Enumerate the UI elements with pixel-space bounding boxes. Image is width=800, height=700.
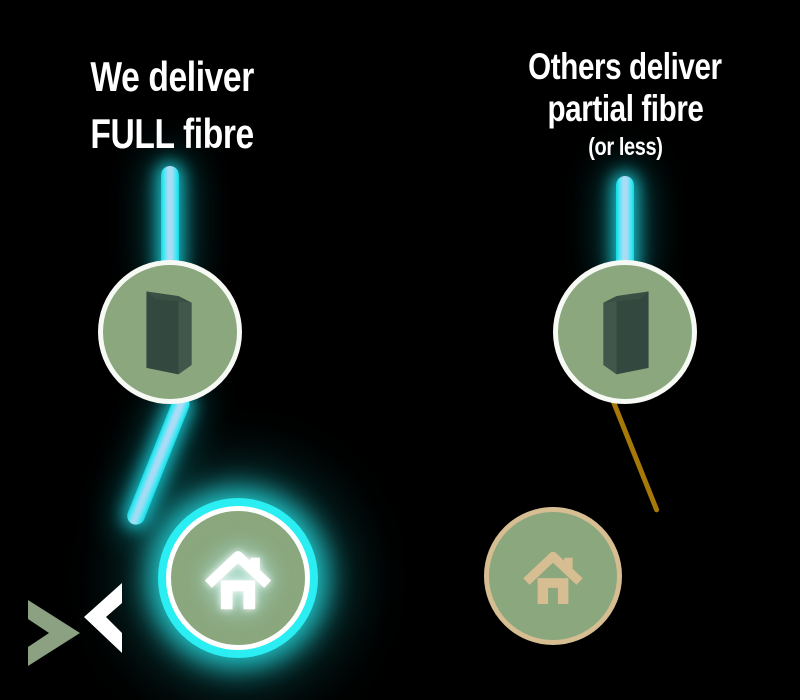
logo-green-chevron xyxy=(28,600,80,666)
left-headline-line2: FULL fibre xyxy=(90,110,254,157)
right-cabinet-circle xyxy=(553,260,697,404)
crossed-chevrons-logo xyxy=(28,583,122,666)
left-house-circle xyxy=(166,506,310,650)
right-headline-line3: (or less) xyxy=(587,133,663,161)
left-headline-line1: We deliver xyxy=(90,53,254,100)
house-icon xyxy=(204,551,272,610)
left-fibre-connection-line xyxy=(124,392,193,528)
logo-white-chevron xyxy=(84,583,122,653)
right-headline-line1: Others deliver xyxy=(528,46,722,87)
street-cabinet-icon xyxy=(146,291,192,375)
left-fibre-drop-line xyxy=(161,166,179,278)
right-headline: Others deliver partial fibre (or less) xyxy=(475,46,775,162)
left-headline: We deliver FULL fibre xyxy=(22,48,322,162)
right-house-circle xyxy=(484,507,622,645)
left-cabinet-circle xyxy=(98,260,242,404)
left-house-glow-ring xyxy=(158,498,318,658)
right-copper-connection-line xyxy=(609,396,660,514)
house-icon xyxy=(523,551,583,604)
right-headline-line2: partial fibre xyxy=(547,88,703,129)
right-fibre-drop-line xyxy=(616,176,634,276)
street-cabinet-icon xyxy=(603,291,649,375)
